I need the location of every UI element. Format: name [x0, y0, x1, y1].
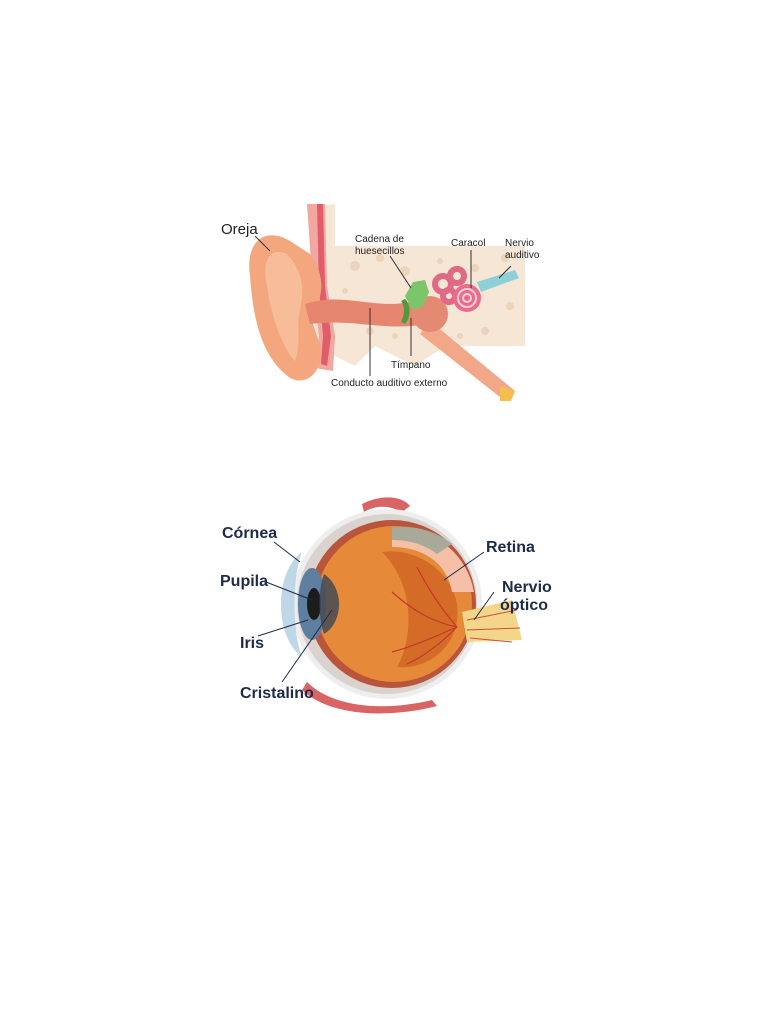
ear-canal [305, 299, 432, 327]
label-cornea: Córnea [222, 525, 277, 542]
eye-leader-lines [257, 541, 495, 683]
ear-illustration: Oreja Cadena de huesecillos Caracol Nerv… [221, 204, 540, 401]
ear-leader-lines [254, 235, 512, 376]
ear-diagram: Oreja Cadena de huesecillos Caracol Nerv… [215, 196, 545, 408]
eye-muscle-top [362, 497, 410, 512]
retina-layer [392, 527, 474, 592]
label-nervio-2: auditivo [505, 250, 540, 261]
label-iris: Iris [240, 635, 264, 652]
label-nervio-2: óptico [500, 597, 548, 614]
label-caracol: Caracol [451, 238, 485, 249]
eardrum [401, 299, 410, 324]
label-pupila: Pupila [220, 573, 268, 590]
eye-muscle-bottom [302, 682, 437, 714]
auditory-nerve [477, 270, 519, 292]
lens [319, 574, 339, 634]
cochlea [453, 284, 481, 312]
cornea [281, 552, 302, 657]
label-cristalino: Cristalino [240, 685, 314, 702]
optic-nerve [462, 600, 522, 642]
label-cadena-2: huesecillos [355, 246, 404, 257]
label-cadena-1: Cadena de [355, 234, 404, 245]
label-retina: Retina [486, 539, 535, 556]
retinal-vessels [391, 566, 458, 665]
eye-illustration: Córnea Pupila Iris Cristalino Retina Ner… [220, 497, 552, 714]
eye-diagram: Córnea Pupila Iris Cristalino Retina Ner… [212, 492, 557, 714]
label-nervio-1: Nervio [502, 579, 552, 596]
label-conducto: Conducto auditivo externo [331, 378, 448, 389]
pupil [307, 588, 321, 620]
label-oreja: Oreja [221, 221, 258, 238]
eustachian-tube [420, 321, 515, 401]
label-nervio-1: Nervio [505, 238, 534, 249]
inner-ear [432, 266, 467, 305]
label-timpano: Tímpano [391, 360, 431, 371]
